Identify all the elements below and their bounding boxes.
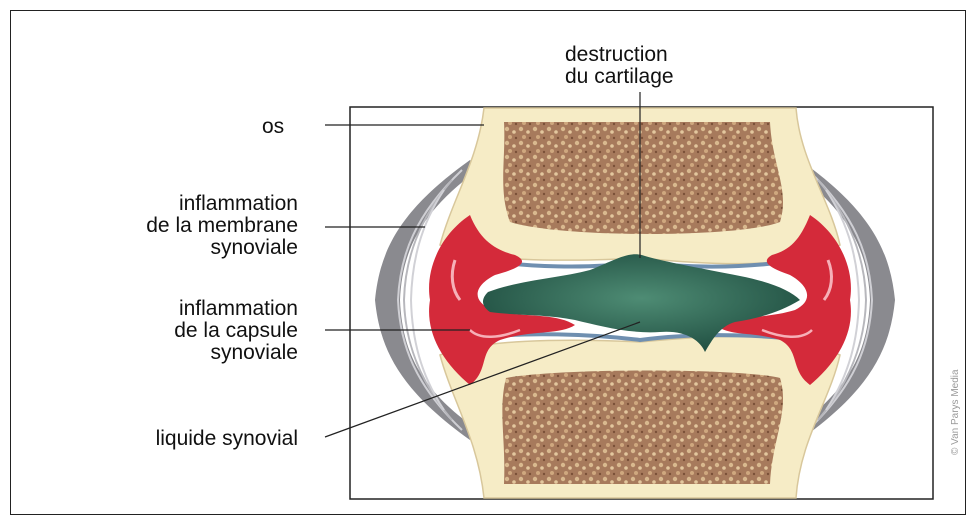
image-credit: © Van Parys Media: [950, 369, 961, 455]
label-capsule: inflammation de la capsule synoviale: [174, 298, 298, 364]
label-os: os: [262, 116, 284, 138]
label-membrane-line2: de la membrane: [146, 215, 298, 237]
label-membrane-line3: synoviale: [146, 237, 298, 259]
label-liquide: liquide synovial: [156, 428, 298, 450]
label-capsule-line2: de la capsule: [174, 320, 298, 342]
lower-bone: [440, 336, 840, 498]
label-capsule-line3: synoviale: [174, 342, 298, 364]
label-cartilage: destruction du cartilage: [565, 44, 674, 88]
label-liquide-text: liquide synovial: [156, 428, 298, 450]
label-cartilage-line1: destruction: [565, 44, 674, 66]
label-membrane-line1: inflammation: [146, 193, 298, 215]
label-capsule-line1: inflammation: [174, 298, 298, 320]
label-os-text: os: [262, 116, 284, 138]
label-membrane: inflammation de la membrane synoviale: [146, 193, 298, 259]
label-cartilage-line2: du cartilage: [565, 66, 674, 88]
